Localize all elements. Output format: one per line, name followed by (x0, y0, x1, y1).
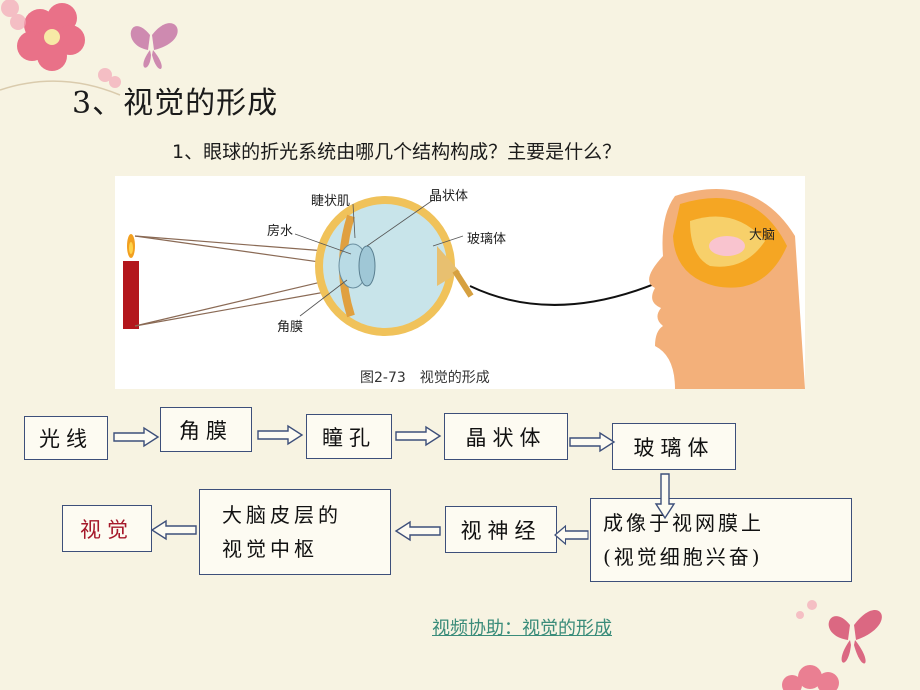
label-vitreous-body: 玻璃体 (467, 232, 507, 247)
label-aqueous-humor: 房水 (267, 224, 294, 239)
flow-box-cornea: 角膜 (160, 407, 252, 452)
arrow-icon (395, 521, 441, 541)
flow-box-visual-cortex: 大脑皮层的 视觉中枢 (199, 489, 391, 575)
arrow-icon (257, 425, 303, 445)
arrow-icon (113, 427, 159, 447)
retina-line-2: (视觉细胞兴奋) (603, 545, 763, 569)
label-ciliary-muscle: 睫状肌 (311, 194, 351, 209)
retina-line-1: 成像于视网膜上 (603, 511, 764, 535)
flow-box-vision: 视觉 (62, 505, 152, 552)
video-help-link[interactable]: 视频协助：视觉的形成 (432, 618, 612, 639)
flow-box-lens: 晶状体 (444, 413, 568, 460)
flower-icon (17, 3, 85, 71)
figure-caption: 图2-73 视觉的形成 (360, 370, 490, 386)
cortex-line-2: 视觉中枢 (222, 537, 318, 561)
eye-diagram (123, 189, 805, 389)
slide-title: 3、视觉的形成 (72, 86, 279, 121)
head-icon (649, 189, 805, 389)
label-lens: 晶状体 (429, 189, 469, 204)
candle-icon (123, 234, 139, 329)
label-brain: 大脑 (749, 228, 776, 243)
flow-box-vitreous: 玻璃体 (612, 423, 736, 470)
arrow-icon (655, 473, 675, 519)
flow-box-optic-nerve: 视神经 (445, 506, 557, 553)
butterfly-icon (130, 23, 178, 69)
flow-box-retina: 成像于视网膜上 (视觉细胞兴奋) (590, 498, 852, 582)
arrow-icon (395, 426, 441, 446)
flow-box-light: 光线 (24, 416, 108, 460)
flower-decoration-bottom-right (782, 600, 882, 690)
label-cornea: 角膜 (277, 320, 304, 335)
arrow-icon (554, 525, 589, 545)
flower-icon (782, 665, 839, 690)
question-text: 1、眼球的折光系统由哪几个结构构成？主要是什么？ (172, 141, 622, 163)
eyeball-icon (315, 196, 474, 336)
flower-decoration-top-left (0, 0, 178, 96)
arrow-icon (569, 432, 615, 452)
flow-box-pupil: 瞳孔 (306, 414, 392, 459)
cortex-line-1: 大脑皮层的 (222, 503, 342, 527)
eye-diagram-figure: 睫状肌 晶状体 房水 玻璃体 角膜 大脑 图2-73 视觉的形成 (115, 176, 805, 389)
arrow-icon (151, 520, 197, 540)
butterfly-icon (828, 609, 882, 664)
